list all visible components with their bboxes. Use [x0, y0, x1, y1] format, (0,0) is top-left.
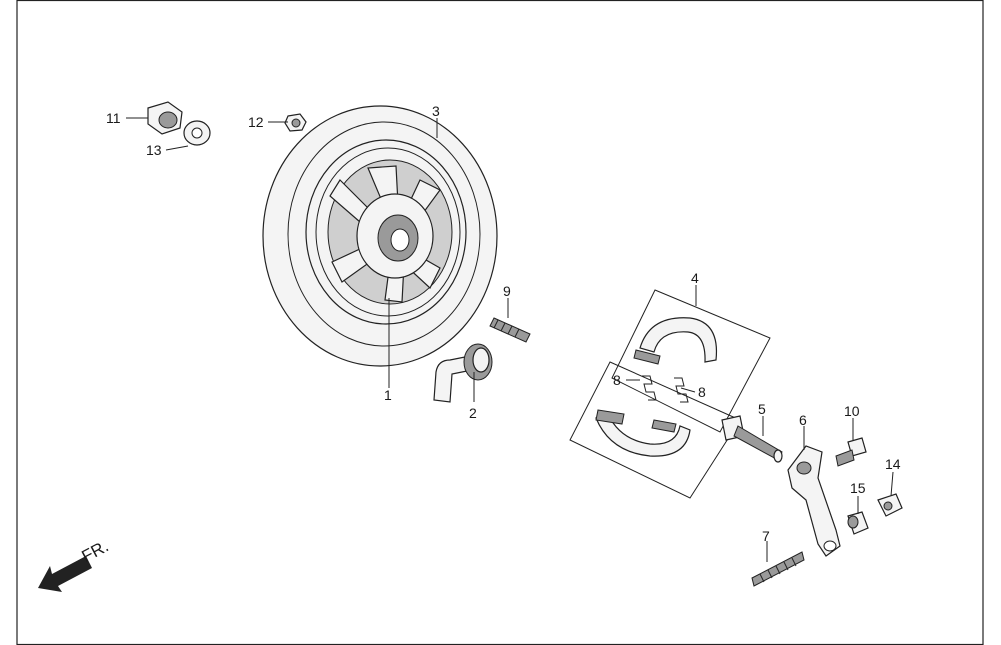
arrow-icon [38, 556, 92, 592]
adjuster-nut [877, 493, 903, 517]
callout-1: 1 [384, 387, 392, 403]
brake-cam [721, 415, 783, 463]
brake-arm [787, 445, 841, 557]
brake-shoe-set [569, 289, 771, 499]
callout-4: 4 [691, 270, 699, 286]
callout-3: 3 [432, 103, 440, 119]
callout-15: 15 [850, 480, 866, 496]
callout-5: 5 [758, 401, 766, 417]
callout-8-left: 8 [613, 372, 621, 388]
callout-10: 10 [844, 403, 860, 419]
callout-14: 14 [885, 456, 901, 472]
leader-lines [126, 117, 894, 562]
valve-stem [433, 343, 493, 403]
callout-2: 2 [469, 405, 477, 421]
callout-7: 7 [762, 528, 770, 544]
callout-9: 9 [503, 283, 511, 299]
front-direction-arrow [38, 556, 92, 592]
return-spring [751, 551, 805, 587]
pinch-bolt [835, 437, 867, 467]
pin-joint [847, 511, 869, 535]
callout-11: 11 [106, 110, 121, 126]
callout-12: 12 [248, 114, 264, 130]
washer [183, 120, 211, 146]
spring-left [642, 375, 657, 401]
spring-right [674, 377, 689, 403]
stud-bolt [489, 317, 531, 343]
callout-6: 6 [799, 412, 807, 428]
axle-nut [147, 101, 183, 135]
small-nut [284, 113, 307, 132]
callout-13: 13 [146, 142, 162, 158]
callout-8-right: 8 [698, 384, 706, 400]
wheel-assembly [262, 105, 498, 367]
